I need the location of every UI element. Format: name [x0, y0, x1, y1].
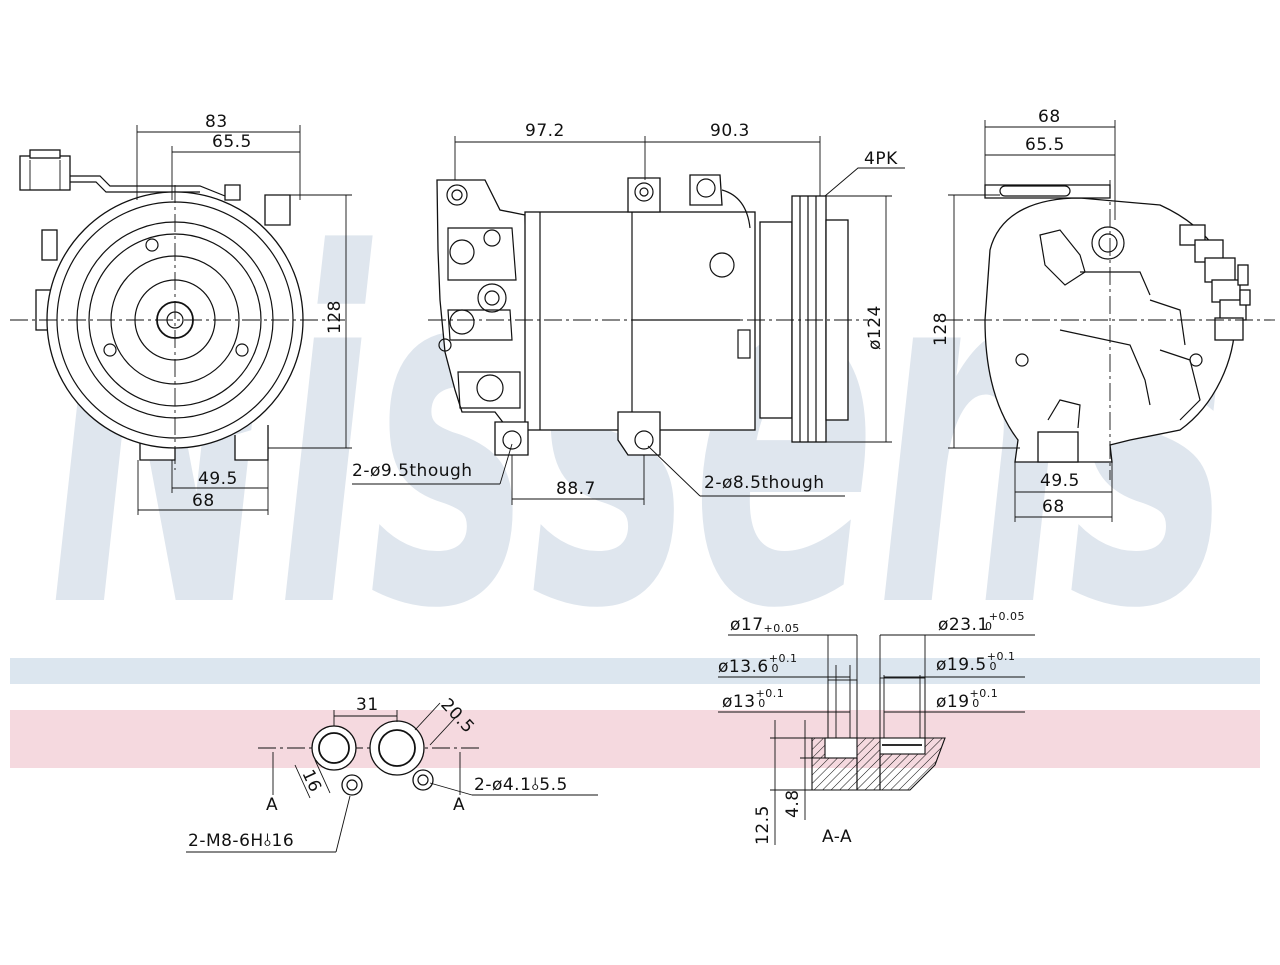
side-length-left: 97.2 [525, 121, 565, 141]
port-hole-spec: 2-ø4.1⫰5.5 [474, 775, 568, 795]
side-hole-spacing: 88.7 [556, 479, 596, 499]
rear-width-top-inner: 65.5 [1025, 135, 1065, 155]
side-hole-right: 2-ø8.5though [704, 473, 825, 493]
section-marker-left: A [266, 795, 278, 815]
section-label: A-A [822, 827, 852, 847]
section-depth-a: 12.5 [753, 805, 773, 845]
side-view: 97.2 90.3 4PK ø124 2-ø9.5though 88.7 2-ø… [352, 121, 905, 505]
front-width-top: 83 [205, 112, 228, 132]
front-width-top-inner: 65.5 [212, 132, 252, 152]
side-length-right: 90.3 [710, 121, 750, 141]
rear-width-bottom-inner: 49.5 [1040, 471, 1080, 491]
rear-view: 68 65.5 128 49.5 68 [931, 107, 1275, 522]
rear-width-bottom: 68 [1042, 497, 1065, 517]
front-width-bottom-inner: 49.5 [198, 469, 238, 489]
front-width-bottom: 68 [192, 491, 215, 511]
band-pink [10, 710, 1260, 768]
side-pulley-label: 4PK [864, 149, 898, 169]
port-offset: 16 [297, 767, 325, 796]
side-hole-left: 2-ø9.5though [352, 461, 473, 481]
side-pulley-diameter: ø124 [865, 305, 885, 350]
rear-width-top: 68 [1038, 107, 1061, 127]
front-height: 128 [325, 300, 345, 334]
section-d1: ø17+0.05 [730, 615, 800, 635]
section-marker-right: A [453, 795, 465, 815]
port-detail: 31 20.5 16 A A 2-ø4.1⫰5.5 2-M8-6H⫰16 [186, 695, 598, 853]
band-blue [10, 658, 1260, 684]
port-spacing: 31 [356, 695, 379, 715]
front-view: 83 65.5 128 49.5 68 [10, 112, 352, 515]
section-depth-b: 4.8 [783, 789, 803, 818]
rear-height: 128 [931, 312, 951, 346]
port-thread-spec: 2-M8-6H⫰16 [188, 831, 294, 851]
